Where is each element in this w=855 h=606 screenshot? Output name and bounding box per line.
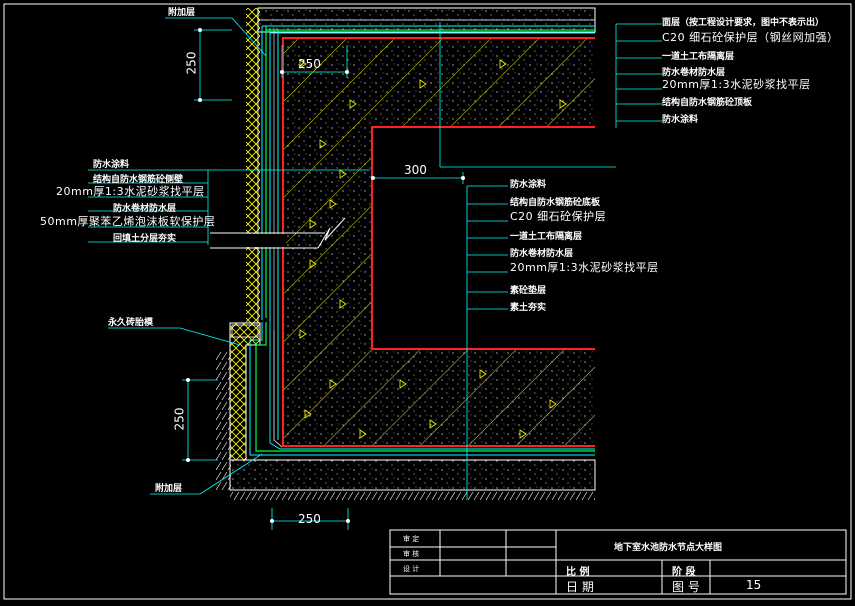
- roof-layer-7: 防水涂料: [662, 115, 699, 125]
- roof-layer-4: 防水卷材防水层: [662, 68, 726, 78]
- drawing-no-label: 图 号: [672, 580, 700, 594]
- roof-layer-5: 20mm厚1:3水泥砂浆找平层: [662, 78, 811, 91]
- dimension-ticks: [186, 28, 465, 523]
- wall-layer-6: 回填土分层夯实: [113, 234, 177, 244]
- floor-membrane-cyan2: [269, 322, 595, 450]
- wall-layer-3: 20mm厚1:3水泥砂浆找平层: [56, 185, 205, 198]
- aggregate-mark: [429, 419, 437, 429]
- left-soil: [215, 350, 231, 490]
- drawing-no-value: 15: [746, 578, 762, 592]
- aggregate-mark: [479, 369, 487, 379]
- aggregate-mark: [304, 409, 312, 419]
- floor-layer-2: 结构自防水钢筋砼底板: [510, 198, 601, 208]
- break-line: [210, 217, 346, 249]
- floor-membrane-layers: [249, 322, 595, 456]
- wall-layer-2: 结构自防水钢筋砼侧壁: [93, 175, 184, 185]
- aggregate-mark: [559, 99, 567, 109]
- aggregate-mark: [329, 199, 337, 209]
- drawing-frame: [3, 3, 852, 600]
- roof-layer-1: 面层（按工程设计要求，图中不表示出）: [662, 18, 825, 28]
- aggregate-mark: [519, 429, 527, 439]
- rammed-soil: [230, 490, 595, 500]
- bottom-additional-layer-label: 附加层: [155, 484, 183, 494]
- aggregate-mark: [499, 59, 507, 69]
- wall-membrane-layers: [261, 25, 595, 440]
- brick-cap: [231, 324, 259, 338]
- floor-layer-7: 素砼垫层: [510, 286, 547, 296]
- floor-membrane-inner: [273, 330, 283, 448]
- aggregate-mark: [419, 79, 427, 89]
- title-row2-label: 审 核: [403, 550, 420, 558]
- date-label: 日 期: [566, 580, 594, 594]
- aggregate-mark: [339, 299, 347, 309]
- aggregate-mark: [349, 99, 357, 109]
- aggregate-mark: [359, 429, 367, 439]
- leader-lines: [88, 17, 662, 530]
- roof-layer-6: 结构自防水钢筋砼顶板: [662, 98, 753, 108]
- stage-label: 阶 段: [672, 567, 696, 578]
- floor-layer-3: C20 细石砼保护层: [510, 210, 607, 223]
- aggregate-mark: [299, 59, 307, 69]
- title-row1-label: 审 定: [403, 535, 420, 543]
- dim-mid-horizontal: 300: [404, 163, 427, 177]
- aggregate-mark: [309, 259, 317, 269]
- aggregate-mark: [319, 139, 327, 149]
- floor-layer-1: 防水涂料: [510, 180, 547, 190]
- concrete-structure-dots: [282, 37, 595, 447]
- aggregate-mark: [399, 379, 407, 389]
- floor-layer-4: 一道土工布隔离层: [510, 232, 583, 242]
- dim-top-horizontal: 250: [298, 57, 321, 71]
- roof-layer-3: 一道土工布隔离层: [662, 52, 735, 62]
- aggregate-mark: [339, 169, 347, 179]
- roof-layer-2: C20 细石砼保护层（钢丝网加强）: [662, 31, 839, 44]
- aggregate-mark: [309, 219, 317, 229]
- floor-membrane-green: [255, 322, 595, 452]
- dim-bottom-vertical: 250: [172, 407, 187, 431]
- permanent-brick-formwork-label: 永久砖胎模: [108, 318, 154, 328]
- aggregate-mark: [299, 329, 307, 339]
- concrete-cushion: [229, 459, 596, 491]
- drawing-title: 地下室水池防水节点大样图: [614, 543, 723, 553]
- dim-bottom-horizontal: 250: [298, 512, 321, 526]
- scale-label: 比 例: [566, 567, 590, 578]
- wall-layer-4: 防水卷材防水层: [113, 204, 177, 214]
- wall-layer-1: 防水涂料: [93, 160, 130, 170]
- wall-layer-5: 50mm厚聚苯乙烯泡沫板软保护层: [40, 215, 216, 228]
- title-row3-label: 设 计: [403, 565, 420, 573]
- floor-layer-5: 防水卷材防水层: [510, 249, 574, 259]
- floor-layer-8: 素土夯实: [510, 303, 547, 313]
- dim-top-vertical: 250: [184, 51, 199, 75]
- aggregate-mark: [549, 399, 557, 409]
- floor-layer-6: 20mm厚1:3水泥砂浆找平层: [510, 261, 659, 274]
- top-additional-layer-label: 附加层: [168, 8, 196, 18]
- aggregate-mark: [329, 379, 337, 389]
- title-block-grid: [389, 529, 847, 595]
